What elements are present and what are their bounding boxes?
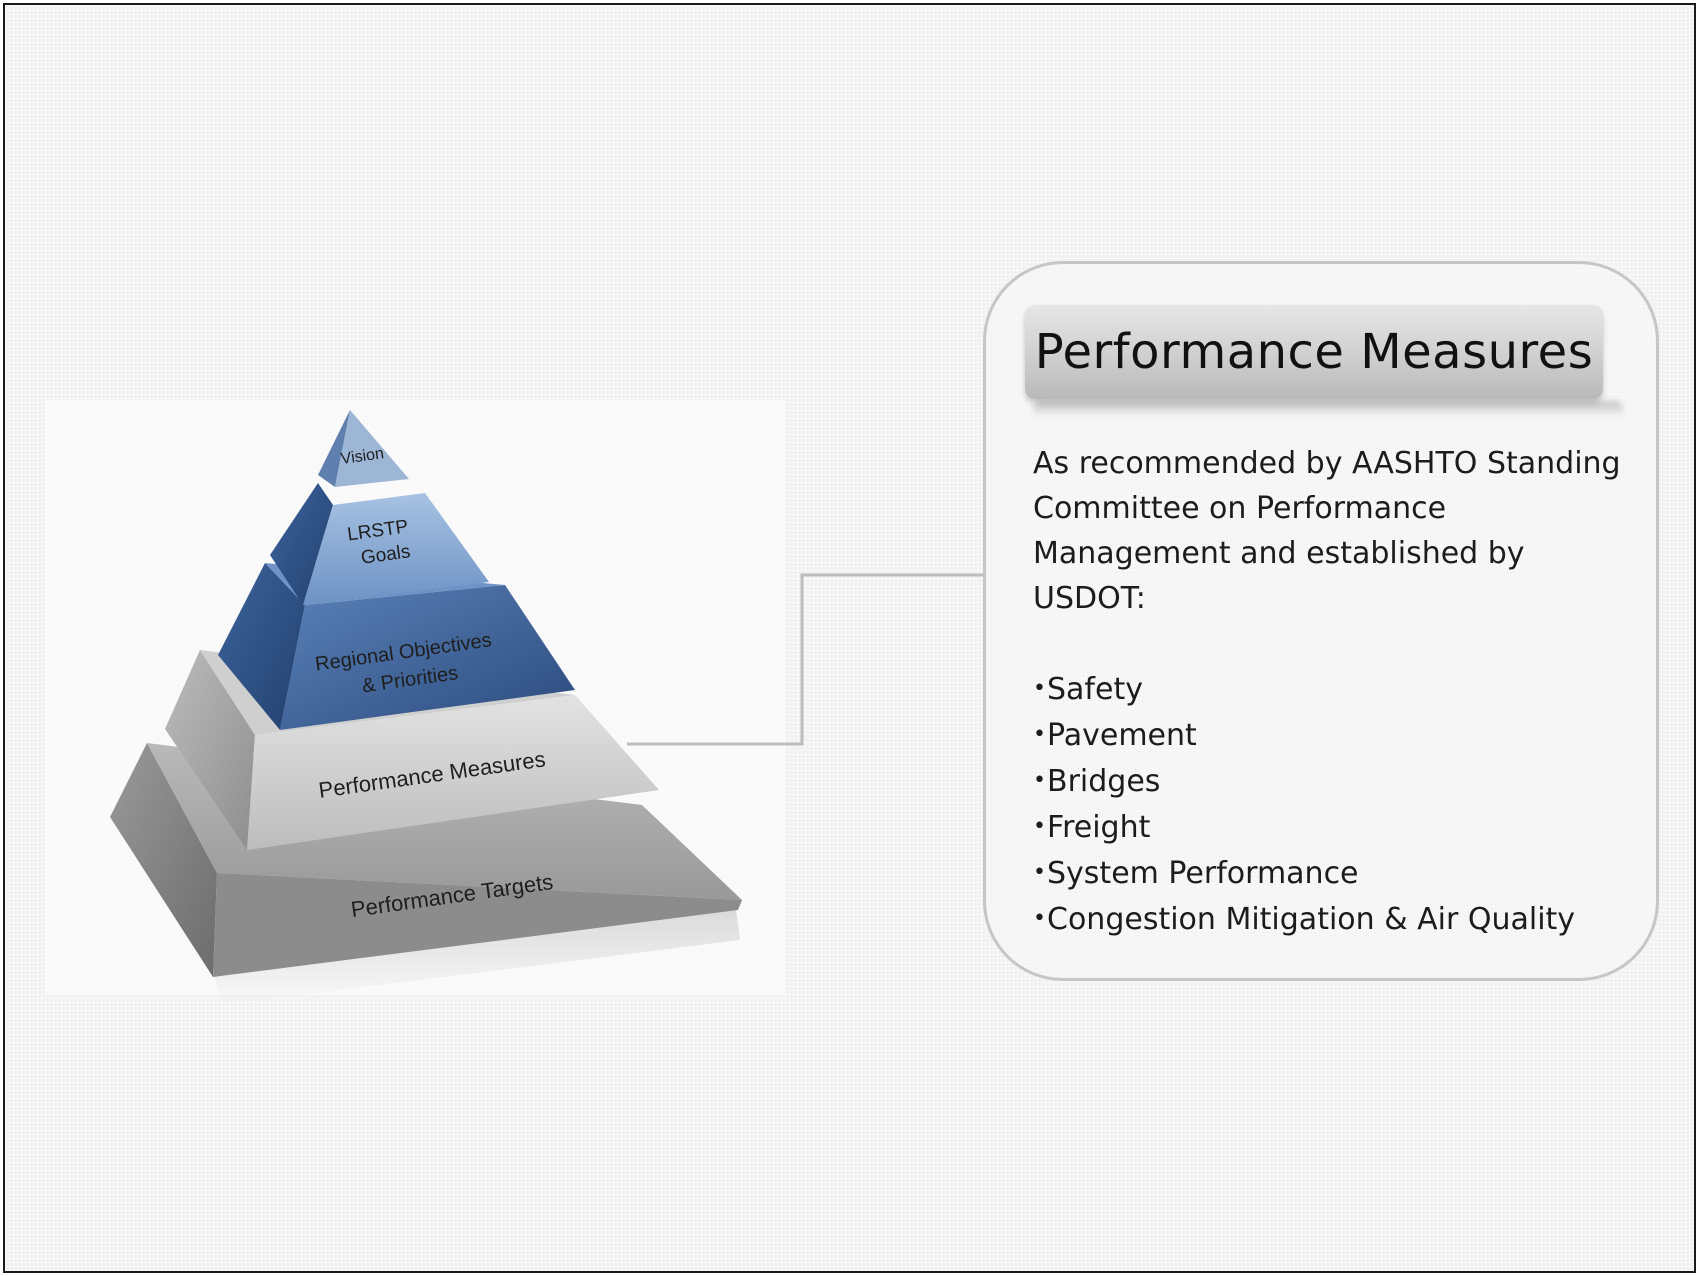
- bullet-icon: •: [1033, 768, 1046, 793]
- callout-title: Performance Measures: [1025, 305, 1603, 399]
- slide: Vision LRSTP Goals Regional Objectives &…: [3, 3, 1696, 1273]
- tier-label-vision: Vision: [340, 445, 385, 468]
- connector-line: [627, 573, 983, 746]
- list-item: •Pavement: [1033, 712, 1633, 758]
- callout-intro: As recommended by AASHTO Standing Commit…: [1033, 446, 1621, 616]
- bullet-icon: •: [1033, 722, 1046, 747]
- list-item: •Safety: [1033, 666, 1633, 712]
- callout-body: As recommended by AASHTO Standing Commit…: [1033, 441, 1633, 942]
- measures-list: •Safety •Pavement •Bridges •Freight •Sys…: [1033, 666, 1633, 942]
- bullet-icon: •: [1033, 676, 1046, 701]
- list-item: •Bridges: [1033, 758, 1633, 804]
- tier-vision: [318, 410, 409, 487]
- bullet-icon: •: [1033, 906, 1046, 931]
- list-item: •Congestion Mitigation & Air Quality: [1033, 896, 1633, 942]
- bullet-icon: •: [1033, 860, 1046, 885]
- list-item: •System Performance: [1033, 850, 1633, 896]
- pyramid-diagram: Vision LRSTP Goals Regional Objectives &…: [110, 410, 983, 1005]
- callout-title-shadow: [1033, 401, 1623, 417]
- bullet-icon: •: [1033, 814, 1046, 839]
- pyramid-reflection: [215, 903, 740, 1005]
- tier-lrstp-goals: [270, 483, 489, 605]
- list-item: •Freight: [1033, 804, 1633, 850]
